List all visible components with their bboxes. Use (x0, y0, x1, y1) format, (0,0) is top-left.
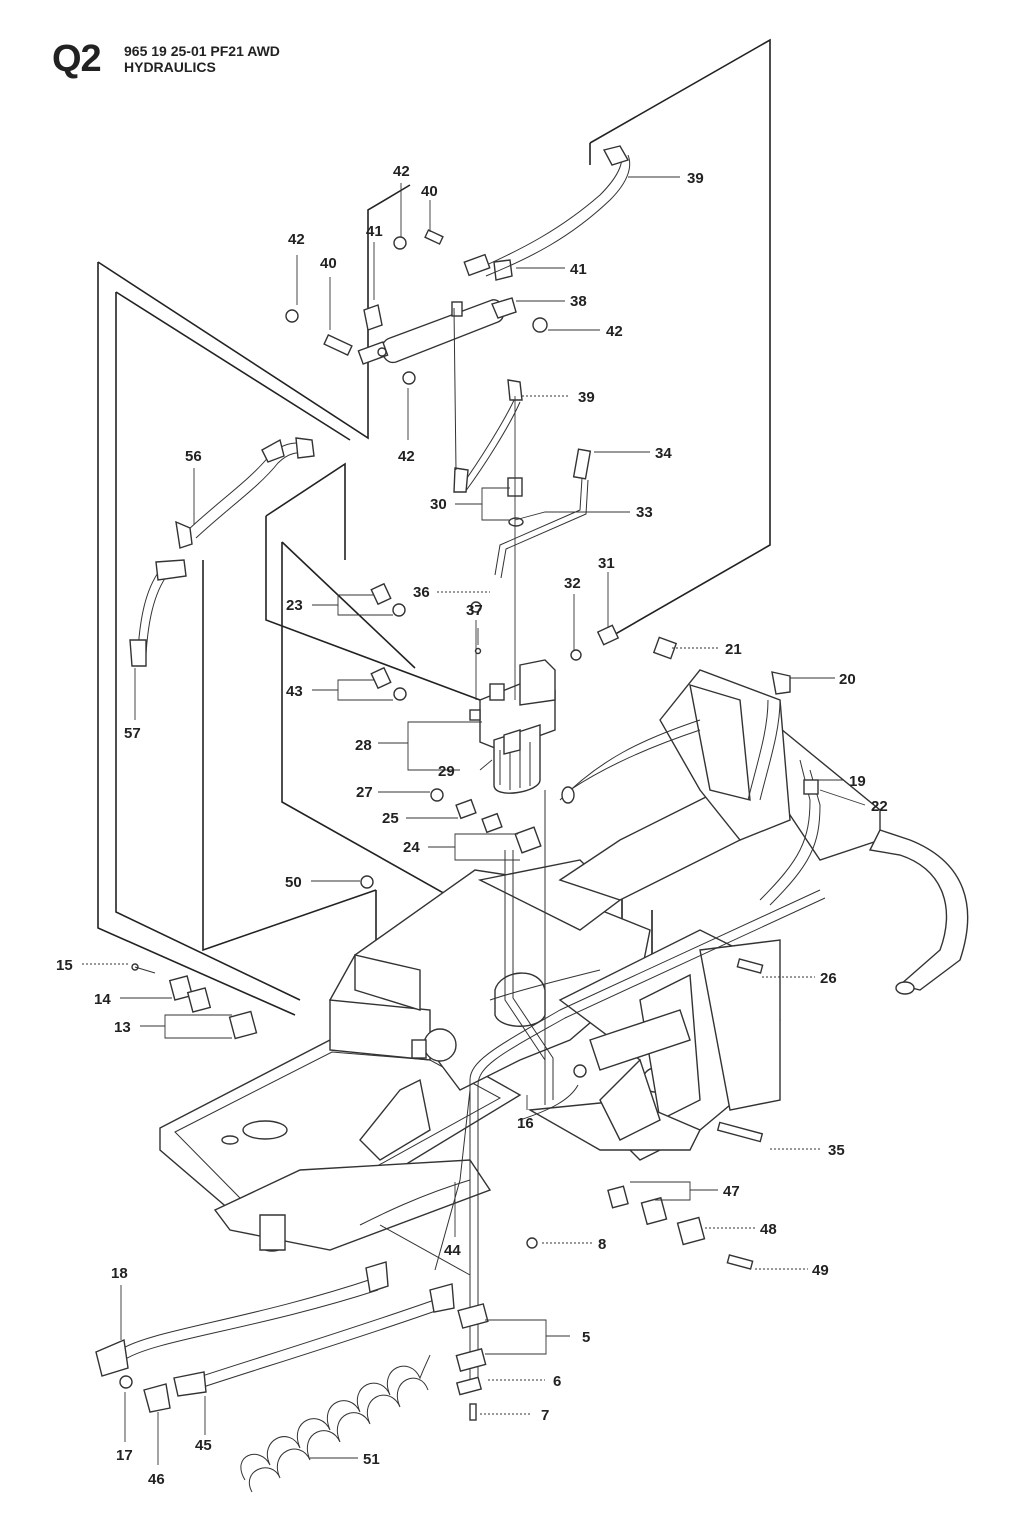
callout-39: 39 (578, 389, 595, 406)
callout-31: 31 (598, 555, 615, 572)
callout-18: 18 (111, 1265, 128, 1282)
callout-42: 42 (606, 323, 623, 340)
part-callouts: 42 40 41 39 41 38 42 42 40 42 39 34 30 3… (56, 163, 888, 1488)
callout-21: 21 (725, 641, 742, 658)
callout-42: 42 (393, 163, 410, 180)
callout-32: 32 (564, 575, 581, 592)
callout-22: 22 (871, 798, 888, 815)
callout-48: 48 (760, 1221, 777, 1238)
callout-51: 51 (363, 1451, 380, 1468)
callout-42: 42 (288, 231, 305, 248)
callout-44: 44 (444, 1242, 461, 1259)
callout-19: 19 (849, 773, 866, 790)
spiral-hose-guard (240, 1354, 431, 1493)
callout-47: 47 (723, 1183, 740, 1200)
callout-17: 17 (116, 1447, 133, 1464)
callout-29: 29 (438, 763, 455, 780)
model-line: 965 19 25-01 PF21 AWD (124, 43, 280, 59)
callout-33: 33 (636, 504, 653, 521)
tractor-frame (159, 669, 969, 1252)
callout-42: 42 (398, 448, 415, 465)
callout-28: 28 (355, 737, 372, 754)
callout-35: 35 (828, 1142, 845, 1159)
callout-15: 15 (56, 957, 73, 974)
callout-26: 26 (820, 970, 837, 987)
callout-16: 16 (517, 1115, 534, 1132)
callout-27: 27 (356, 784, 373, 801)
callout-7: 7 (541, 1407, 549, 1424)
callout-38: 38 (570, 293, 587, 310)
callout-20: 20 (839, 671, 856, 688)
callout-40: 40 (320, 255, 337, 272)
callout-41: 41 (570, 261, 587, 278)
callout-6: 6 (553, 1373, 561, 1390)
callout-14: 14 (94, 991, 111, 1008)
leader-lines (82, 176, 866, 1465)
callout-30: 30 (430, 496, 447, 513)
callout-8: 8 (598, 1236, 606, 1253)
callout-50: 50 (285, 874, 302, 891)
callout-49: 49 (812, 1262, 829, 1279)
hydraulic-lines (359, 699, 826, 1390)
callout-23: 23 (286, 597, 303, 614)
callout-46: 46 (148, 1471, 165, 1488)
callout-57: 57 (124, 725, 141, 742)
callout-43: 43 (286, 683, 303, 700)
flexible-hoses (95, 437, 455, 1413)
callout-39: 39 (687, 170, 704, 187)
explode-boundary-lines (97, 38, 771, 1060)
lift-cylinder-assembly (285, 145, 631, 385)
section-code: Q2 (52, 38, 102, 80)
callout-56: 56 (185, 448, 202, 465)
callout-25: 25 (382, 810, 399, 827)
callout-13: 13 (114, 1019, 131, 1036)
callout-37: 37 (466, 602, 483, 619)
small-hardware (131, 307, 819, 1421)
callout-41: 41 (366, 223, 383, 240)
callout-45: 45 (195, 1437, 212, 1454)
callout-36: 36 (413, 584, 430, 601)
assembly-title: HYDRAULICS (124, 59, 216, 75)
callout-40: 40 (421, 183, 438, 200)
callout-24: 24 (403, 839, 420, 856)
callout-5: 5 (582, 1329, 590, 1346)
callout-34: 34 (655, 445, 672, 462)
control-valve-block (469, 659, 556, 794)
